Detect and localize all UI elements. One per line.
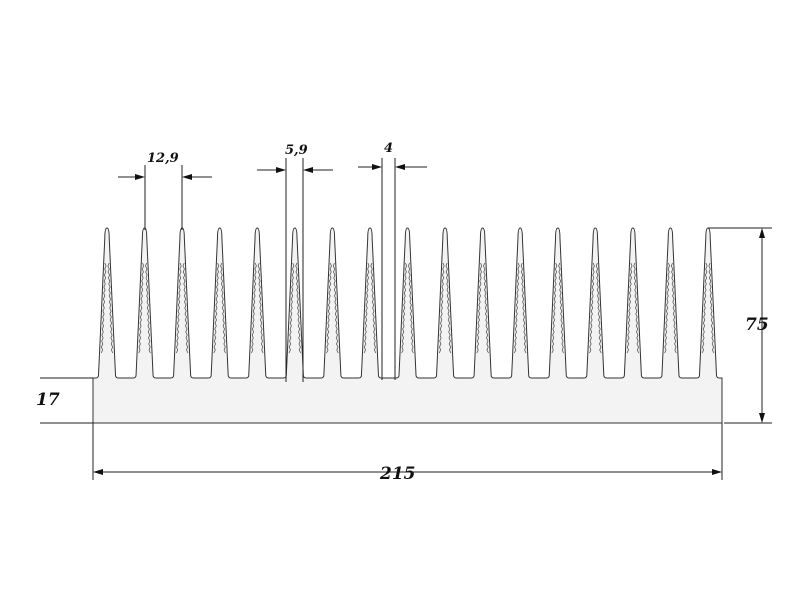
fin-serration-line xyxy=(664,262,670,354)
fin-serration-line xyxy=(363,262,370,354)
fin-serration-line xyxy=(708,262,715,354)
fin-serrations xyxy=(100,262,715,354)
fin-gap-dimension: 4 xyxy=(358,141,427,380)
fin-serration-line xyxy=(295,262,302,354)
fin-serration-line xyxy=(558,262,564,354)
fin-width-dimension: 5,9 xyxy=(257,143,333,382)
fin-serration-line xyxy=(407,262,414,354)
fin-serration-line xyxy=(595,262,602,354)
fin-serration-line xyxy=(182,262,189,354)
base-thickness-dimension: 17 xyxy=(36,377,93,424)
fin-serration-line xyxy=(520,262,527,354)
height-label: 75 xyxy=(745,315,769,335)
fin-width-label: 5,9 xyxy=(285,143,308,158)
fin-serration-line xyxy=(332,262,339,354)
width-label: 215 xyxy=(379,464,416,484)
fin-serration-line xyxy=(138,262,145,354)
fin-serration-line xyxy=(670,262,677,354)
fin-serration-line xyxy=(145,262,151,354)
base-thickness-label: 17 xyxy=(36,390,60,410)
fin-serration-line xyxy=(213,262,220,354)
fin-serration-line xyxy=(370,262,377,354)
fin-serration-line xyxy=(100,262,107,354)
fin-serration-line xyxy=(438,262,445,354)
fin-serration-line xyxy=(326,262,332,354)
fin-serration-line xyxy=(551,262,558,354)
pitch-label: 12,9 xyxy=(147,151,179,166)
fin-serration-line xyxy=(257,262,264,354)
fin-serration-line xyxy=(401,262,408,354)
fin-serration-line xyxy=(483,262,489,354)
fin-serration-line xyxy=(589,262,595,354)
heatsink-profile xyxy=(92,227,723,424)
fin-serration-line xyxy=(288,262,295,354)
fin-serration-line xyxy=(633,262,640,354)
pitch-dimension: 12,9 xyxy=(118,151,212,230)
fin-serration-line xyxy=(175,262,182,354)
height-dimension: 75 xyxy=(708,227,772,424)
fin-serration-line xyxy=(701,262,708,354)
fin-serration-line xyxy=(476,262,483,354)
fin-serration-line xyxy=(626,262,633,354)
fin-serration-line xyxy=(513,262,520,354)
fin-gap-label: 4 xyxy=(384,141,393,156)
fin-serration-line xyxy=(107,262,114,354)
fin-serration-line xyxy=(445,262,452,354)
fin-serration-line xyxy=(220,262,226,354)
fin-serration-line xyxy=(251,262,257,354)
width-dimension: 215 xyxy=(92,423,723,484)
